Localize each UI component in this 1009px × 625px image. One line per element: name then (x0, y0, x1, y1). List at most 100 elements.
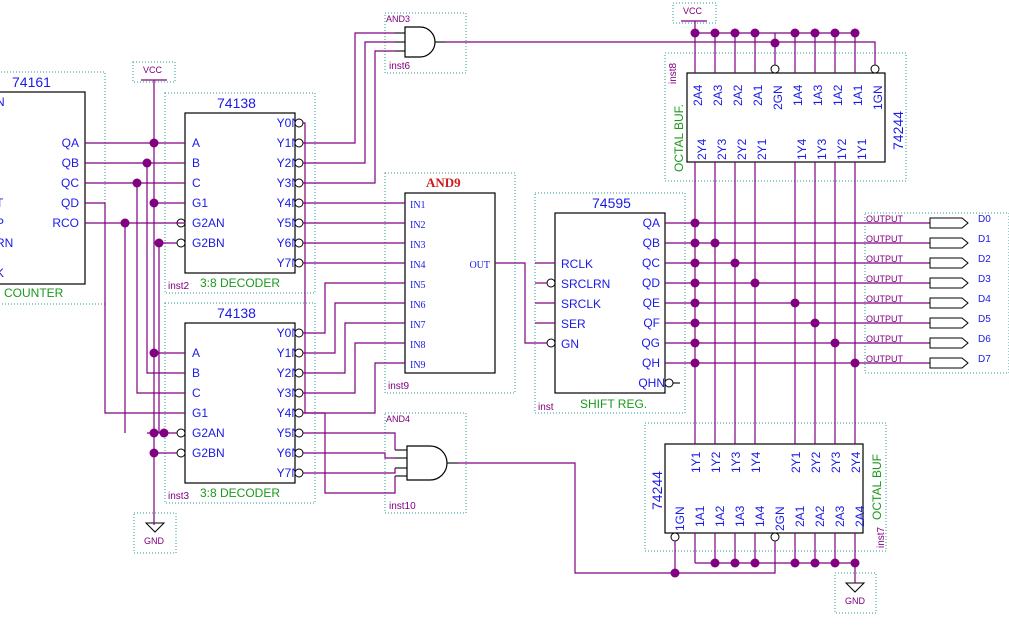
decoder-top-pin-y7n: Y7N (277, 256, 300, 270)
counter-pin-partial-2: T (0, 196, 4, 210)
output-port-d4[interactable]: OUTPUT D4 (866, 294, 991, 309)
output-d5-name: D5 (978, 314, 991, 325)
vcc-left-label: VCC (143, 65, 163, 75)
wires (85, 32, 930, 583)
decoder-bottom-pin-y0n: Y0N (277, 326, 300, 340)
shiftreg-instance: inst (538, 402, 554, 413)
buf-bottom-instance: inst7 (876, 526, 887, 548)
shiftreg-function: SHIFT REG. (580, 397, 647, 411)
buf-bottom-pin-1a2: 1A2 (713, 505, 727, 527)
gnd-right-label: GND (845, 596, 866, 606)
vcc-right: VCC (672, 2, 717, 33)
buf-bottom-pin-1a4: 1A4 (753, 505, 767, 527)
counter-pin-partial-1: N (0, 95, 5, 109)
shiftreg-pin-gn: GN (561, 337, 579, 351)
and9-pin-out: OUT (469, 260, 490, 271)
output-port-d5[interactable]: OUTPUT D5 (866, 314, 991, 329)
octal-buffer-74244-bottom[interactable]: 74244 OCTAL BUF inst7 1Y1 1Y2 1Y3 1Y4 2Y… (644, 422, 887, 552)
decoder-top-pin-a: A (192, 136, 200, 150)
decoder-top-pin-c: C (192, 176, 201, 190)
buf-bottom-pin-2gn: 2GN (773, 506, 787, 531)
and9-pin-in1: IN1 (410, 200, 426, 211)
output-d3-type: OUTPUT (866, 274, 904, 284)
and9-pin-in5: IN5 (410, 280, 426, 291)
buf-top-pin-1a2: 1A2 (831, 84, 845, 106)
decoder-top-pin-b: B (192, 156, 200, 170)
output-ports: OUTPUT D0 OUTPUT D1 OUTPUT D2 OUTPUT D3 … (864, 212, 1009, 374)
output-port-d1[interactable]: OUTPUT D1 (866, 234, 991, 249)
shiftreg-pin-srclk: SRCLK (561, 297, 601, 311)
buf-top-pin-1a1: 1A1 (851, 84, 865, 106)
buf-top-pin-2y4: 2Y4 (695, 138, 709, 160)
counter-pin-qa: QA (62, 136, 79, 150)
counter-pin-qd: QD (61, 196, 79, 210)
output-d2-type: OUTPUT (866, 254, 904, 264)
output-d6-type: OUTPUT (866, 334, 904, 344)
output-d1-type: OUTPUT (866, 234, 904, 244)
and4-instance: inst10 (389, 501, 416, 512)
decoder-top-pin-g2an: G2AN (192, 216, 225, 230)
decoder-top-pin-y1n: Y1N (277, 136, 300, 150)
buf-bottom-part-label: 74244 (649, 471, 665, 510)
and3-gate[interactable]: AND3 inst6 (384, 12, 467, 74)
buf-bottom-pin-2a3: 2A3 (833, 505, 847, 527)
decoder-bottom-pin-y1n: Y1N (277, 346, 300, 360)
octal-buffer-74244-top[interactable]: inst8 OCTAL BUF. 74244 2A4 2A3 2A2 2A1 2… (664, 52, 907, 182)
decoder-bottom-function: 3:8 DECODER (200, 486, 280, 500)
shiftreg-pin-qb: QB (643, 236, 660, 250)
decoder-top-part-label: 74138 (217, 95, 256, 111)
counter-function-label: COUNTER (4, 286, 64, 300)
output-port-d6[interactable]: OUTPUT D6 (866, 334, 991, 349)
decoder-74138-top[interactable]: 74138 A B C G1 G2AN G2BN Y0N Y1N Y2N Y3N… (164, 92, 316, 294)
vcc-left: VCC (132, 61, 176, 143)
and9-pin-in3: IN3 (410, 240, 426, 251)
decoder-bottom-pin-b: B (192, 366, 200, 380)
output-port-d7[interactable]: OUTPUT D7 (866, 354, 991, 369)
and4-part-label: AND4 (386, 414, 410, 424)
buf-top-pin-2y1: 2Y1 (755, 138, 769, 160)
shiftreg-pin-qh: QH (642, 356, 660, 370)
buf-bottom-pin-2a4: 2A4 (853, 505, 867, 527)
and9-pin-in9: IN9 (410, 360, 426, 371)
counter-74161[interactable]: 74161 QA QB QC QD RCO N T P RN K COUNTER (0, 71, 106, 305)
shiftreg-pin-qg: QG (641, 336, 660, 350)
and4-gate[interactable]: AND4 inst10 (384, 412, 467, 514)
counter-pin-qb: QB (62, 156, 79, 170)
and9-pin-in6: IN6 (410, 300, 426, 311)
shiftreg-pin-rclk: RCLK (561, 257, 593, 271)
decoder-bottom-pin-g2bn: G2BN (192, 446, 225, 460)
buf-bottom-pin-2a1: 2A1 (793, 505, 807, 527)
counter-pin-qc: QC (61, 176, 79, 190)
output-port-d2[interactable]: OUTPUT D2 (866, 254, 991, 269)
buf-top-pin-1y2: 1Y2 (835, 138, 849, 160)
shiftreg-part-label: 74595 (592, 195, 631, 211)
buf-top-pin-1y3: 1Y3 (815, 138, 829, 160)
buf-bottom-pin-2y1: 2Y1 (789, 451, 803, 473)
buf-bottom-pin-2y4: 2Y4 (849, 451, 863, 473)
buf-bottom-pin-1y4: 1Y4 (749, 451, 763, 473)
decoder-74138-bottom[interactable]: 74138 A B C G1 G2AN G2BN Y0N Y1N Y2N Y3N… (164, 302, 316, 504)
buf-top-pin-2y2: 2Y2 (735, 138, 749, 160)
buf-top-part-label: 74244 (890, 111, 906, 150)
and9-pin-in7: IN7 (410, 320, 426, 331)
decoder-bottom-pin-g1: G1 (192, 406, 208, 420)
decoder-bottom-pin-c: C (192, 386, 201, 400)
buf-top-pin-1y1: 1Y1 (855, 138, 869, 160)
output-d4-name: D4 (978, 294, 991, 305)
output-d3-name: D3 (978, 274, 991, 285)
and9-part-label: AND9 (426, 175, 461, 190)
shiftreg-pin-qf: QF (643, 316, 660, 330)
buf-top-pin-1gn: 1GN (871, 85, 885, 110)
shiftreg-pin-srclrn: SRCLRN (561, 277, 610, 291)
shift-register-74595[interactable]: 74595 RCLK SRCLRN SRCLK SER GN QA QB QC … (534, 192, 686, 414)
counter-pin-partial-3: P (0, 216, 4, 230)
vcc-right-label: VCC (683, 6, 703, 16)
output-port-d3[interactable]: OUTPUT D3 (866, 274, 991, 289)
shiftreg-pin-qe: QE (643, 296, 660, 310)
buf-bottom-pin-1a1: 1A1 (693, 505, 707, 527)
and9-block[interactable]: AND9 IN1 IN2 IN3 IN4 IN5 IN6 IN7 IN8 IN9… (384, 172, 516, 394)
output-port-d0[interactable]: OUTPUT D0 (866, 214, 991, 229)
buf-bottom-pin-2a2: 2A2 (813, 505, 827, 527)
buf-bottom-pin-1y2: 1Y2 (709, 451, 723, 473)
decoder-top-pin-g1: G1 (192, 196, 208, 210)
